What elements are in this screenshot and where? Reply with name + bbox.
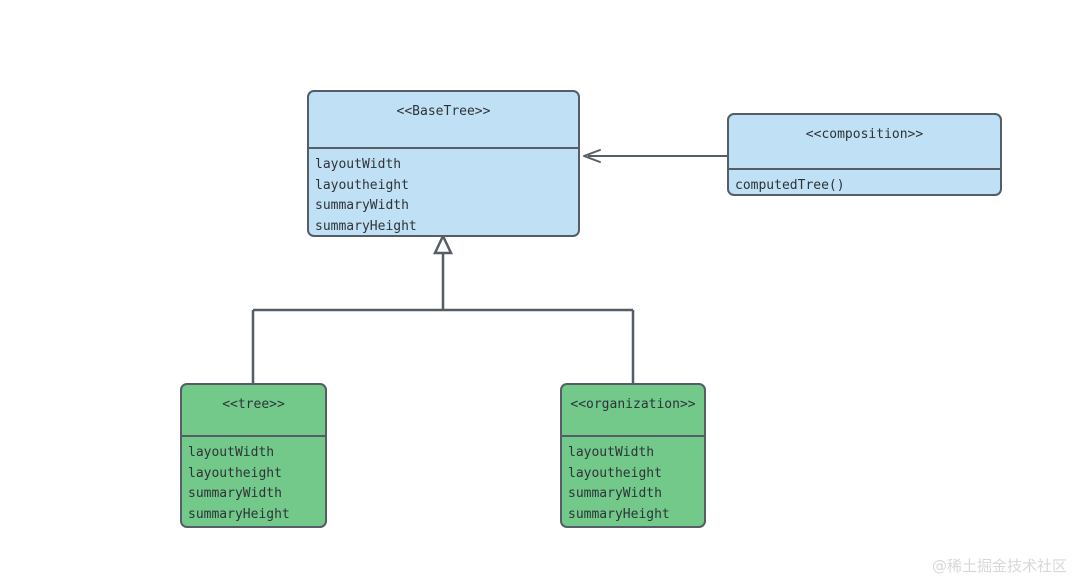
- class-divider: [309, 147, 578, 149]
- class-divider: [562, 435, 704, 437]
- generalization-edge-to-basetree: [251, 233, 635, 384]
- class-box-tree[interactable]: <<tree>> layoutWidth layoutheight summar…: [180, 383, 327, 528]
- class-member: summaryWidth: [188, 486, 282, 502]
- class-members-composition: computedTree(): [729, 170, 1000, 194]
- class-member: layoutheight: [188, 465, 282, 481]
- class-members-organization: layoutWidth layoutheight summaryWidth su…: [562, 437, 704, 526]
- class-divider: [729, 168, 1000, 170]
- class-member: layoutheight: [315, 177, 409, 193]
- dependency-edge-composition-to-basetree: [583, 149, 727, 163]
- class-member: layoutWidth: [568, 445, 655, 460]
- class-name-tree: <<tree>>: [222, 397, 285, 412]
- class-divider: [182, 435, 325, 437]
- class-member: summaryHeight: [568, 506, 670, 522]
- class-members-tree: layoutWidth layoutheight summaryWidth su…: [182, 437, 325, 526]
- class-member: summaryHeight: [188, 506, 290, 522]
- class-box-basetree[interactable]: <<BaseTree>> layoutWidth layoutheight su…: [307, 90, 580, 237]
- class-member: layoutWidth: [315, 157, 402, 172]
- open-arrowhead-icon: [583, 149, 601, 163]
- class-box-organization[interactable]: <<organization>> layoutWidth layoutheigh…: [560, 383, 706, 528]
- class-member: summaryHeight: [315, 218, 417, 234]
- class-name-composition: <<composition>>: [805, 127, 924, 142]
- class-member: layoutheight: [568, 465, 662, 481]
- class-name-organization: <<organization>>: [570, 397, 696, 412]
- class-member: summaryWidth: [315, 198, 409, 214]
- watermark: @稀土掘金技术社区: [931, 557, 1067, 575]
- class-member: computedTree(): [735, 178, 845, 193]
- class-member: layoutWidth: [188, 445, 275, 460]
- class-name-basetree: <<BaseTree>>: [396, 104, 491, 119]
- class-box-composition[interactable]: <<composition>> computedTree(): [727, 113, 1002, 196]
- class-member: summaryWidth: [568, 486, 662, 502]
- class-members-basetree: layoutWidth layoutheight summaryWidth su…: [309, 149, 578, 235]
- hollow-triangle-arrowhead-icon: [433, 233, 453, 255]
